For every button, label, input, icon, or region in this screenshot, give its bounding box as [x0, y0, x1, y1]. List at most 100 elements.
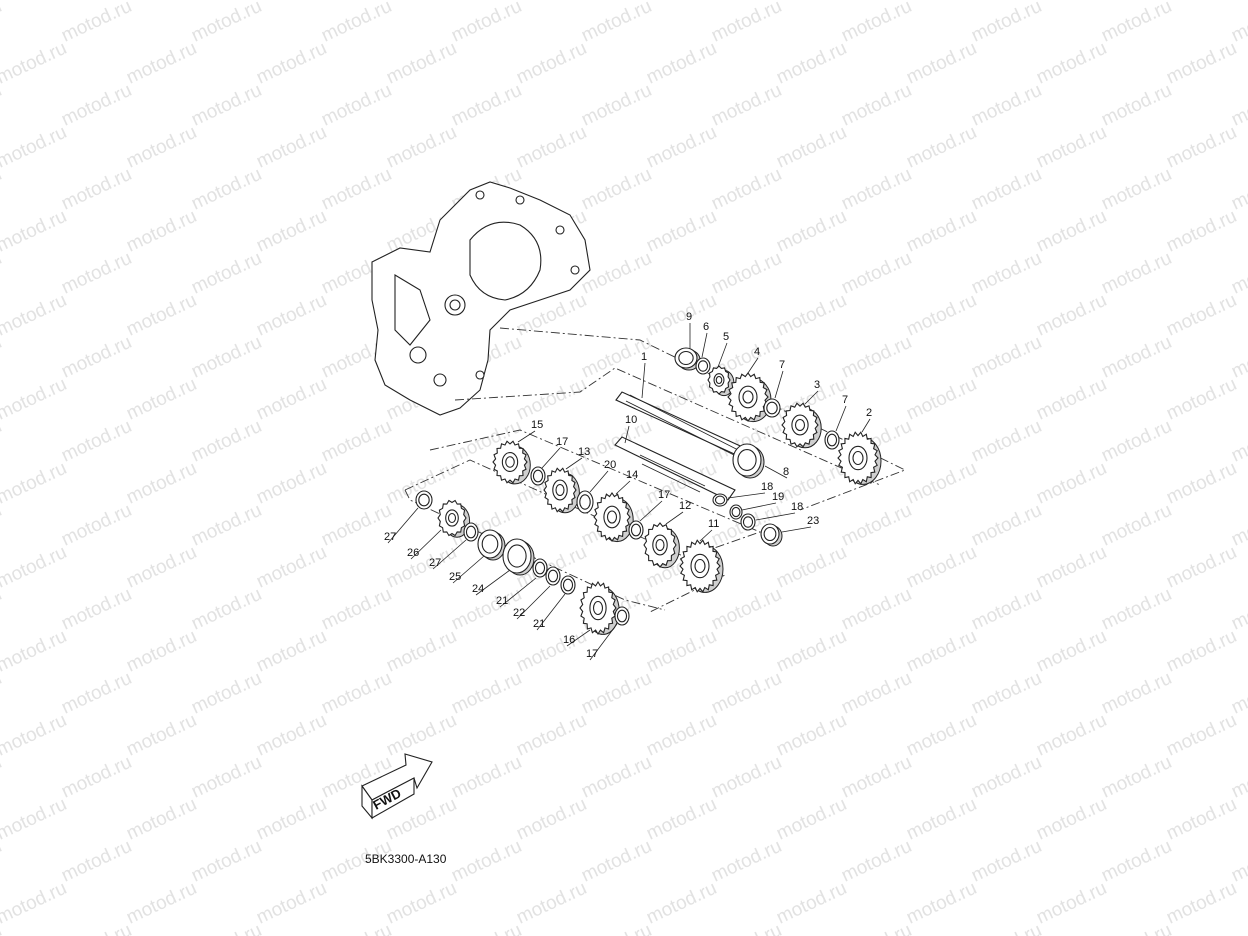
watermark-text: motod.ru [1033, 206, 1110, 257]
washer-20 [576, 490, 594, 514]
watermark-text: motod.ru [1163, 290, 1240, 341]
watermark-text: motod.ru [1098, 836, 1175, 887]
watermark-text: motod.ru [708, 668, 785, 719]
callout-leader [861, 418, 871, 433]
watermark-text: motod.ru [968, 248, 1045, 299]
watermark-text: motod.ru [123, 122, 200, 173]
callout-number-27: 27 [429, 557, 441, 569]
bearing-24 [502, 538, 535, 576]
watermark-text: motod.ru [708, 248, 785, 299]
watermark-text: motod.ru [968, 836, 1045, 887]
watermark-text: motod.ru [838, 920, 915, 936]
watermark-text: motod.ru [578, 668, 655, 719]
watermark-text: motod.ru [708, 752, 785, 803]
callout-number-3: 3 [814, 379, 820, 391]
watermark-text: motod.ru [318, 164, 395, 215]
watermark-text: motod.ru [383, 38, 460, 89]
watermark-text: motod.ru [188, 668, 265, 719]
callout-number-7: 7 [779, 359, 785, 371]
watermark-text: motod.ru [123, 542, 200, 593]
drive-axle [614, 436, 736, 501]
bearing-9 [674, 347, 701, 371]
watermark-text: motod.ru [1098, 668, 1175, 719]
watermark-text: motod.ru [253, 542, 330, 593]
watermark-text: motod.ru [773, 0, 850, 5]
watermark-text: motod.ru [383, 542, 460, 593]
callout-leader [699, 529, 713, 542]
watermark-text: motod.ru [253, 626, 330, 677]
watermark-text: motod.ru [58, 248, 135, 299]
callout-leader [624, 425, 630, 444]
watermark-text: motod.ru [968, 668, 1045, 719]
watermark-text: motod.ru [513, 122, 590, 173]
watermark-text: motod.ru [1228, 920, 1248, 936]
callout-leader [755, 512, 796, 521]
watermark-text: motod.ru [253, 710, 330, 761]
callout-number-23: 23 [807, 515, 819, 527]
watermark-text: motod.ru [0, 0, 70, 5]
watermark-text: motod.ru [903, 878, 980, 929]
watermark-text: motod.ru [838, 584, 915, 635]
watermark-text: motod.ru [1033, 38, 1110, 89]
callout-number-24: 24 [472, 583, 484, 595]
callout-leader [536, 593, 566, 631]
callout-number-4: 4 [754, 346, 760, 358]
watermark-text: motod.ru [773, 38, 850, 89]
watermark-text: motod.ru [903, 0, 980, 5]
gear-2 [837, 431, 882, 485]
callout-number-11: 11 [708, 518, 719, 530]
callout-leader [387, 507, 419, 544]
watermark-text: motod.ru [1033, 878, 1110, 929]
callout-leader [727, 492, 766, 499]
watermark-text: motod.ru [253, 206, 330, 257]
watermark-text: motod.ru [58, 416, 135, 467]
watermark-text: motod.ru [318, 80, 395, 131]
crankcase-half [371, 181, 591, 416]
sprocket-26 [437, 499, 471, 538]
watermark-text: motod.ru [968, 0, 1045, 47]
watermark-text: motod.ru [1098, 80, 1175, 131]
watermark-text: motod.ru [968, 584, 1045, 635]
callout-number-12: 12 [679, 500, 691, 512]
callout-number-16: 16 [563, 634, 575, 646]
callout-layer: 9654737218101517132014171211181918232726… [384, 311, 872, 661]
callout-number-6: 6 [703, 321, 709, 333]
gear-12 [643, 522, 680, 569]
watermark-text: motod.ru [123, 38, 200, 89]
bearing-23 [760, 523, 783, 547]
callout-number-18: 18 [791, 501, 803, 513]
callout-leader [781, 526, 812, 533]
watermark-text: motod.ru [708, 80, 785, 131]
watermark-text: motod.ru [123, 794, 200, 845]
callout-number-15: 15 [531, 419, 543, 431]
callout-leader [541, 447, 561, 469]
watermark-text: motod.ru [643, 626, 720, 677]
watermark-text: motod.ru [188, 0, 265, 47]
circlip-27b [463, 522, 479, 542]
watermark-text: motod.ru [968, 80, 1045, 131]
watermark-text: motod.ru [1033, 710, 1110, 761]
watermark-text: motod.ru [188, 920, 265, 936]
watermark-text: motod.ru [0, 542, 70, 593]
watermark-text: motod.ru [513, 794, 590, 845]
washer-21b [560, 575, 576, 595]
watermark-text: motod.ru [123, 626, 200, 677]
callout-number-21: 21 [533, 618, 545, 630]
watermark-text: motod.ru [578, 248, 655, 299]
watermark-text: motod.ru [773, 794, 850, 845]
watermark-text: motod.ru [188, 584, 265, 635]
watermark-text: motod.ru [188, 500, 265, 551]
callout-leader [717, 342, 728, 368]
watermark-text: motod.ru [968, 500, 1045, 551]
watermark-text: motod.ru [383, 0, 460, 5]
callout-leader [565, 457, 583, 470]
callout-number-14: 14 [626, 469, 638, 481]
watermark-text: motod.ru [513, 878, 590, 929]
callout-leader [639, 500, 663, 522]
watermark-text: motod.ru [253, 0, 330, 5]
watermark-text: motod.ru [188, 80, 265, 131]
watermark-text: motod.ru [123, 206, 200, 257]
watermark-text: motod.ru [383, 710, 460, 761]
watermark-text: motod.ru [968, 164, 1045, 215]
